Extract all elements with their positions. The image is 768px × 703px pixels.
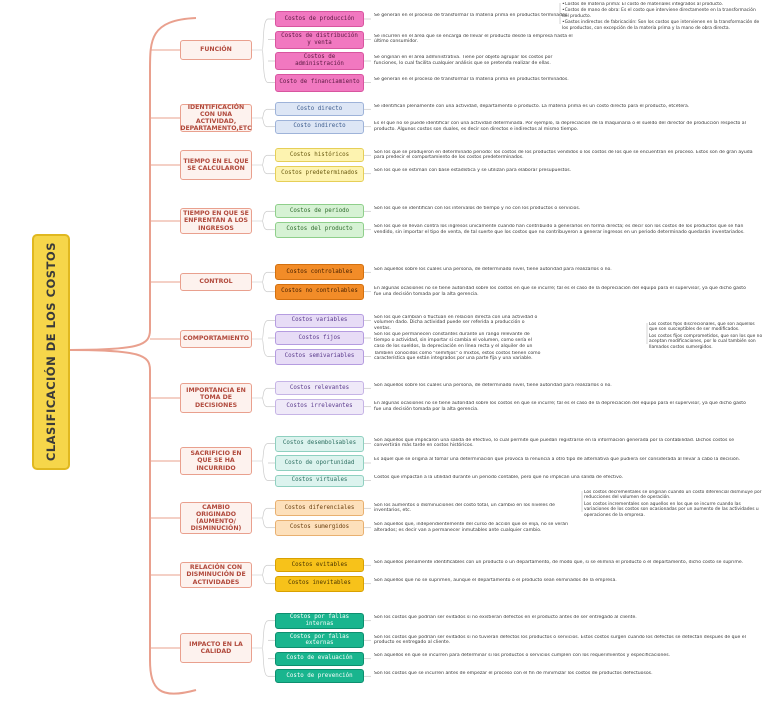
subcategory-box: Costos sumergidos bbox=[275, 519, 364, 536]
side-note: Los costos decrementales se originan cua… bbox=[584, 490, 762, 519]
subcategory-box: Costos diferenciales bbox=[275, 500, 364, 517]
connector-line bbox=[261, 443, 269, 481]
main-title: CLASIFICACIÓN DE LOS COSTOS bbox=[44, 242, 58, 462]
description-text: En algunas ocasiones no se tiene autorid… bbox=[374, 401, 746, 412]
description-text: Son aquellos en que se incurren para det… bbox=[374, 653, 671, 659]
subcategory-box: Costos virtuales bbox=[275, 474, 364, 487]
description-text: Son los aumentos o disminuciones del cos… bbox=[374, 502, 555, 514]
subcategory-box: Costos del producto bbox=[275, 221, 364, 238]
subcategory-box: Costos de distribución y venta bbox=[275, 30, 364, 49]
subcategory-box: Costo de evaluación bbox=[275, 651, 364, 666]
subcategory-box: Costos variables bbox=[275, 313, 364, 328]
connector-line bbox=[261, 271, 269, 293]
description-text: Son los que se identifican con los inter… bbox=[374, 205, 581, 211]
description-text: Son aquellos plenamente identificables c… bbox=[374, 559, 744, 565]
side-note-line: •Costos de materia prima: El costo de ma… bbox=[562, 2, 723, 7]
subcategory-box: Costos semivariables bbox=[275, 348, 364, 365]
subcategory-box: Costo directo bbox=[275, 102, 364, 117]
description-text: Son los que se estiman con base estadíst… bbox=[374, 168, 572, 174]
description-text: Son los que permanecen constantes durant… bbox=[374, 332, 533, 349]
subcategory-box: Costos de periodo bbox=[275, 204, 364, 219]
main-title-box: CLASIFICACIÓN DE LOS COSTOS bbox=[32, 234, 70, 470]
description-text: También conocidos como "semifijos" o mix… bbox=[374, 350, 541, 362]
side-note: •Costos de materia prima: El costo de ma… bbox=[562, 2, 762, 32]
description-text: Son aquellos que implicaron una salida d… bbox=[374, 437, 735, 449]
subcategory-box: Costo de financiamiento bbox=[275, 73, 364, 92]
description-text: Se originan en el área administrativa. T… bbox=[374, 55, 553, 66]
subcategory-box: Costos históricos bbox=[275, 148, 364, 163]
subcategory-box: Costos evitables bbox=[275, 558, 364, 573]
subcategory-box: Costos desembolsables bbox=[275, 435, 364, 452]
description-text: Son aquellos sobre los cuales una person… bbox=[374, 266, 612, 272]
category-box: SACRIFICIO EN QUE SE HA INCURRIDO bbox=[180, 447, 252, 475]
description-text: Son los que cambian o fluctúan en relaci… bbox=[374, 314, 538, 331]
description-text: Son los costos que podrían ser evitados … bbox=[374, 615, 637, 621]
side-note: Los costos fijos discrecionales, que son… bbox=[649, 322, 763, 351]
subcategory-box: Costos fijos bbox=[275, 331, 364, 345]
category-box: FUNCIÓN bbox=[180, 40, 252, 60]
connector-line bbox=[261, 507, 269, 529]
description-text: Son los que se llevan contra los ingreso… bbox=[374, 224, 745, 235]
description-text: Son aquellos que no se suprimen, aunque … bbox=[374, 578, 617, 584]
subcategory-box: Costos controlables bbox=[275, 264, 364, 281]
category-box: TIEMPO EN EL QUE SE CALCULARON bbox=[180, 150, 252, 180]
description-text: Son aquellos sobre los cuales una person… bbox=[374, 382, 612, 388]
description-text: Se generan en el proceso de transformar … bbox=[374, 76, 569, 82]
subcategory-box: Costos irrelevantes bbox=[275, 398, 364, 415]
category-box: TIEMPO EN QUE SE ENFRENTAN A LOS INGRESO… bbox=[180, 208, 252, 234]
connector-line bbox=[261, 320, 269, 357]
subcategory-box: Costos de producción bbox=[275, 11, 364, 27]
subcategory-box: Costo de prevención bbox=[275, 669, 364, 684]
subcategory-box: Costo indirecto bbox=[275, 119, 364, 134]
description-text: En algunas ocasiones no se tiene autorid… bbox=[374, 286, 746, 297]
description-text: Son los costos que se incurren antes de … bbox=[374, 670, 653, 676]
category-box: CONTROL bbox=[180, 273, 252, 291]
subcategory-box: Costos de administración bbox=[275, 52, 364, 70]
description-text: Se generan en el proceso de transformar … bbox=[374, 13, 569, 19]
connector-line bbox=[69, 17, 197, 695]
subcategory-box: Costos predeterminados bbox=[275, 165, 364, 182]
description-text: Son los costos que podrían ser evitados … bbox=[374, 634, 746, 646]
subcategory-box: Costos por fallas externas bbox=[275, 632, 364, 649]
category-box: IMPACTO EN LA CALIDAD bbox=[180, 633, 252, 663]
connector-line bbox=[261, 210, 269, 231]
connector-line bbox=[261, 620, 269, 677]
category-box: RELACIÓN CON DISMINUCIÓN DE ACTIVIDADES bbox=[180, 562, 252, 588]
side-note-line: •Costos de mano de obra: Es el costo que… bbox=[562, 8, 756, 19]
side-note-line: •Gastos indirectos de fabricación: Son l… bbox=[562, 20, 760, 31]
subcategory-box: Costos relevantes bbox=[275, 381, 364, 396]
connector-line bbox=[261, 564, 269, 585]
description-text: Es aquel que se origina al tomar una det… bbox=[374, 457, 741, 463]
connector-line bbox=[261, 387, 269, 408]
side-note-line: Los costos fijos discrecionales, que son… bbox=[649, 322, 755, 333]
description-text: Se identifican plenamente con una activi… bbox=[374, 103, 690, 109]
category-box: IDENTIFICACIÓN CON UNA ACTIVIDAD, DEPART… bbox=[180, 103, 252, 133]
category-box: COMPORTAMIENTO bbox=[180, 330, 252, 348]
subcategory-box: Costos no controlables bbox=[275, 283, 364, 300]
side-note-line: Los costos decrementales se originan cua… bbox=[584, 490, 762, 501]
description-text: Es el que no se puede identificar con un… bbox=[374, 121, 746, 132]
category-box: IMPORTANCIA EN TOMA DE DECISIONES bbox=[180, 383, 252, 413]
subcategory-box: Costo de oportunidad bbox=[275, 455, 364, 471]
description-text: Son los que se produjeron en determinado… bbox=[374, 149, 753, 161]
description-text: Son aquellos que, independientemente del… bbox=[374, 522, 569, 533]
category-box: CAMBIO ORIGINADO (AUMENTO/ DISMINUCIÓN) bbox=[180, 502, 252, 534]
connector-line bbox=[261, 108, 269, 128]
side-note-line: Los costos fijos comprometidos, que son … bbox=[649, 333, 763, 350]
side-note-line: Los costos incrementales son aquellos en… bbox=[584, 501, 759, 518]
description-text: Se incurren en el área que se encarga de… bbox=[374, 33, 573, 45]
subcategory-box: Costos por fallas internas bbox=[275, 612, 364, 629]
subcategory-box: Costos inevitables bbox=[275, 575, 364, 592]
connector-line bbox=[261, 18, 269, 83]
description-text: Costos que impactan a la utilidad durant… bbox=[374, 474, 624, 480]
connector-line bbox=[261, 154, 269, 175]
